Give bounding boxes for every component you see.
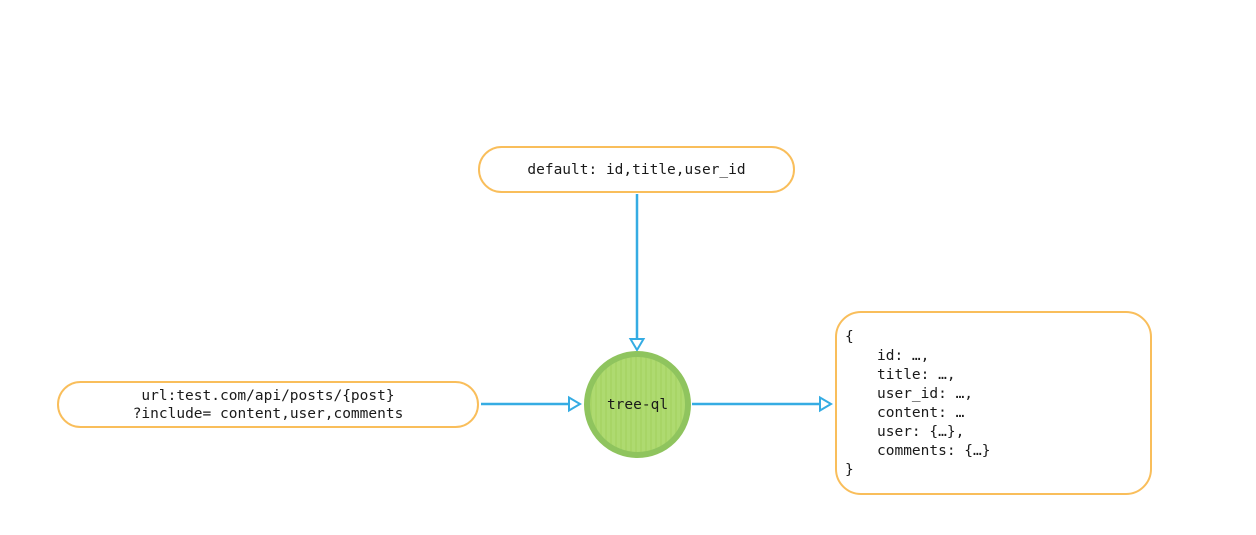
arrow-treeql-to-output [692,395,833,413]
arrowhead-down-icon [628,338,646,352]
json-line: user: {…}, [877,424,965,440]
json-line: { [845,329,854,345]
arrow-default-to-treeql [628,194,646,352]
json-line: user_id: …, [877,386,974,402]
arrowhead-right-icon [568,395,582,413]
json-line: content: … [877,405,965,421]
arrow-request-to-treeql [481,395,582,413]
arrowhead-right-icon [819,395,833,413]
request-url-line: url:test.com/api/posts/{post} [141,387,395,404]
json-line: comments: {…} [877,443,991,459]
json-line: } [845,462,854,478]
node-request-url: url:test.com/api/posts/{post} ?include= … [57,381,479,428]
node-response-json: { id: …, title: …, user_id: …, content: … [835,311,1152,495]
request-include-line: ?include= content,user,comments [132,405,404,422]
default-fields-label: default: id,title,user_id [527,161,746,178]
node-tree-ql: tree-ql [584,351,691,458]
tree-ql-label: tree-ql [606,396,669,413]
json-line: id: …, [877,348,930,364]
node-default-fields: default: id,title,user_id [478,146,795,193]
json-line: title: …, [877,367,956,383]
